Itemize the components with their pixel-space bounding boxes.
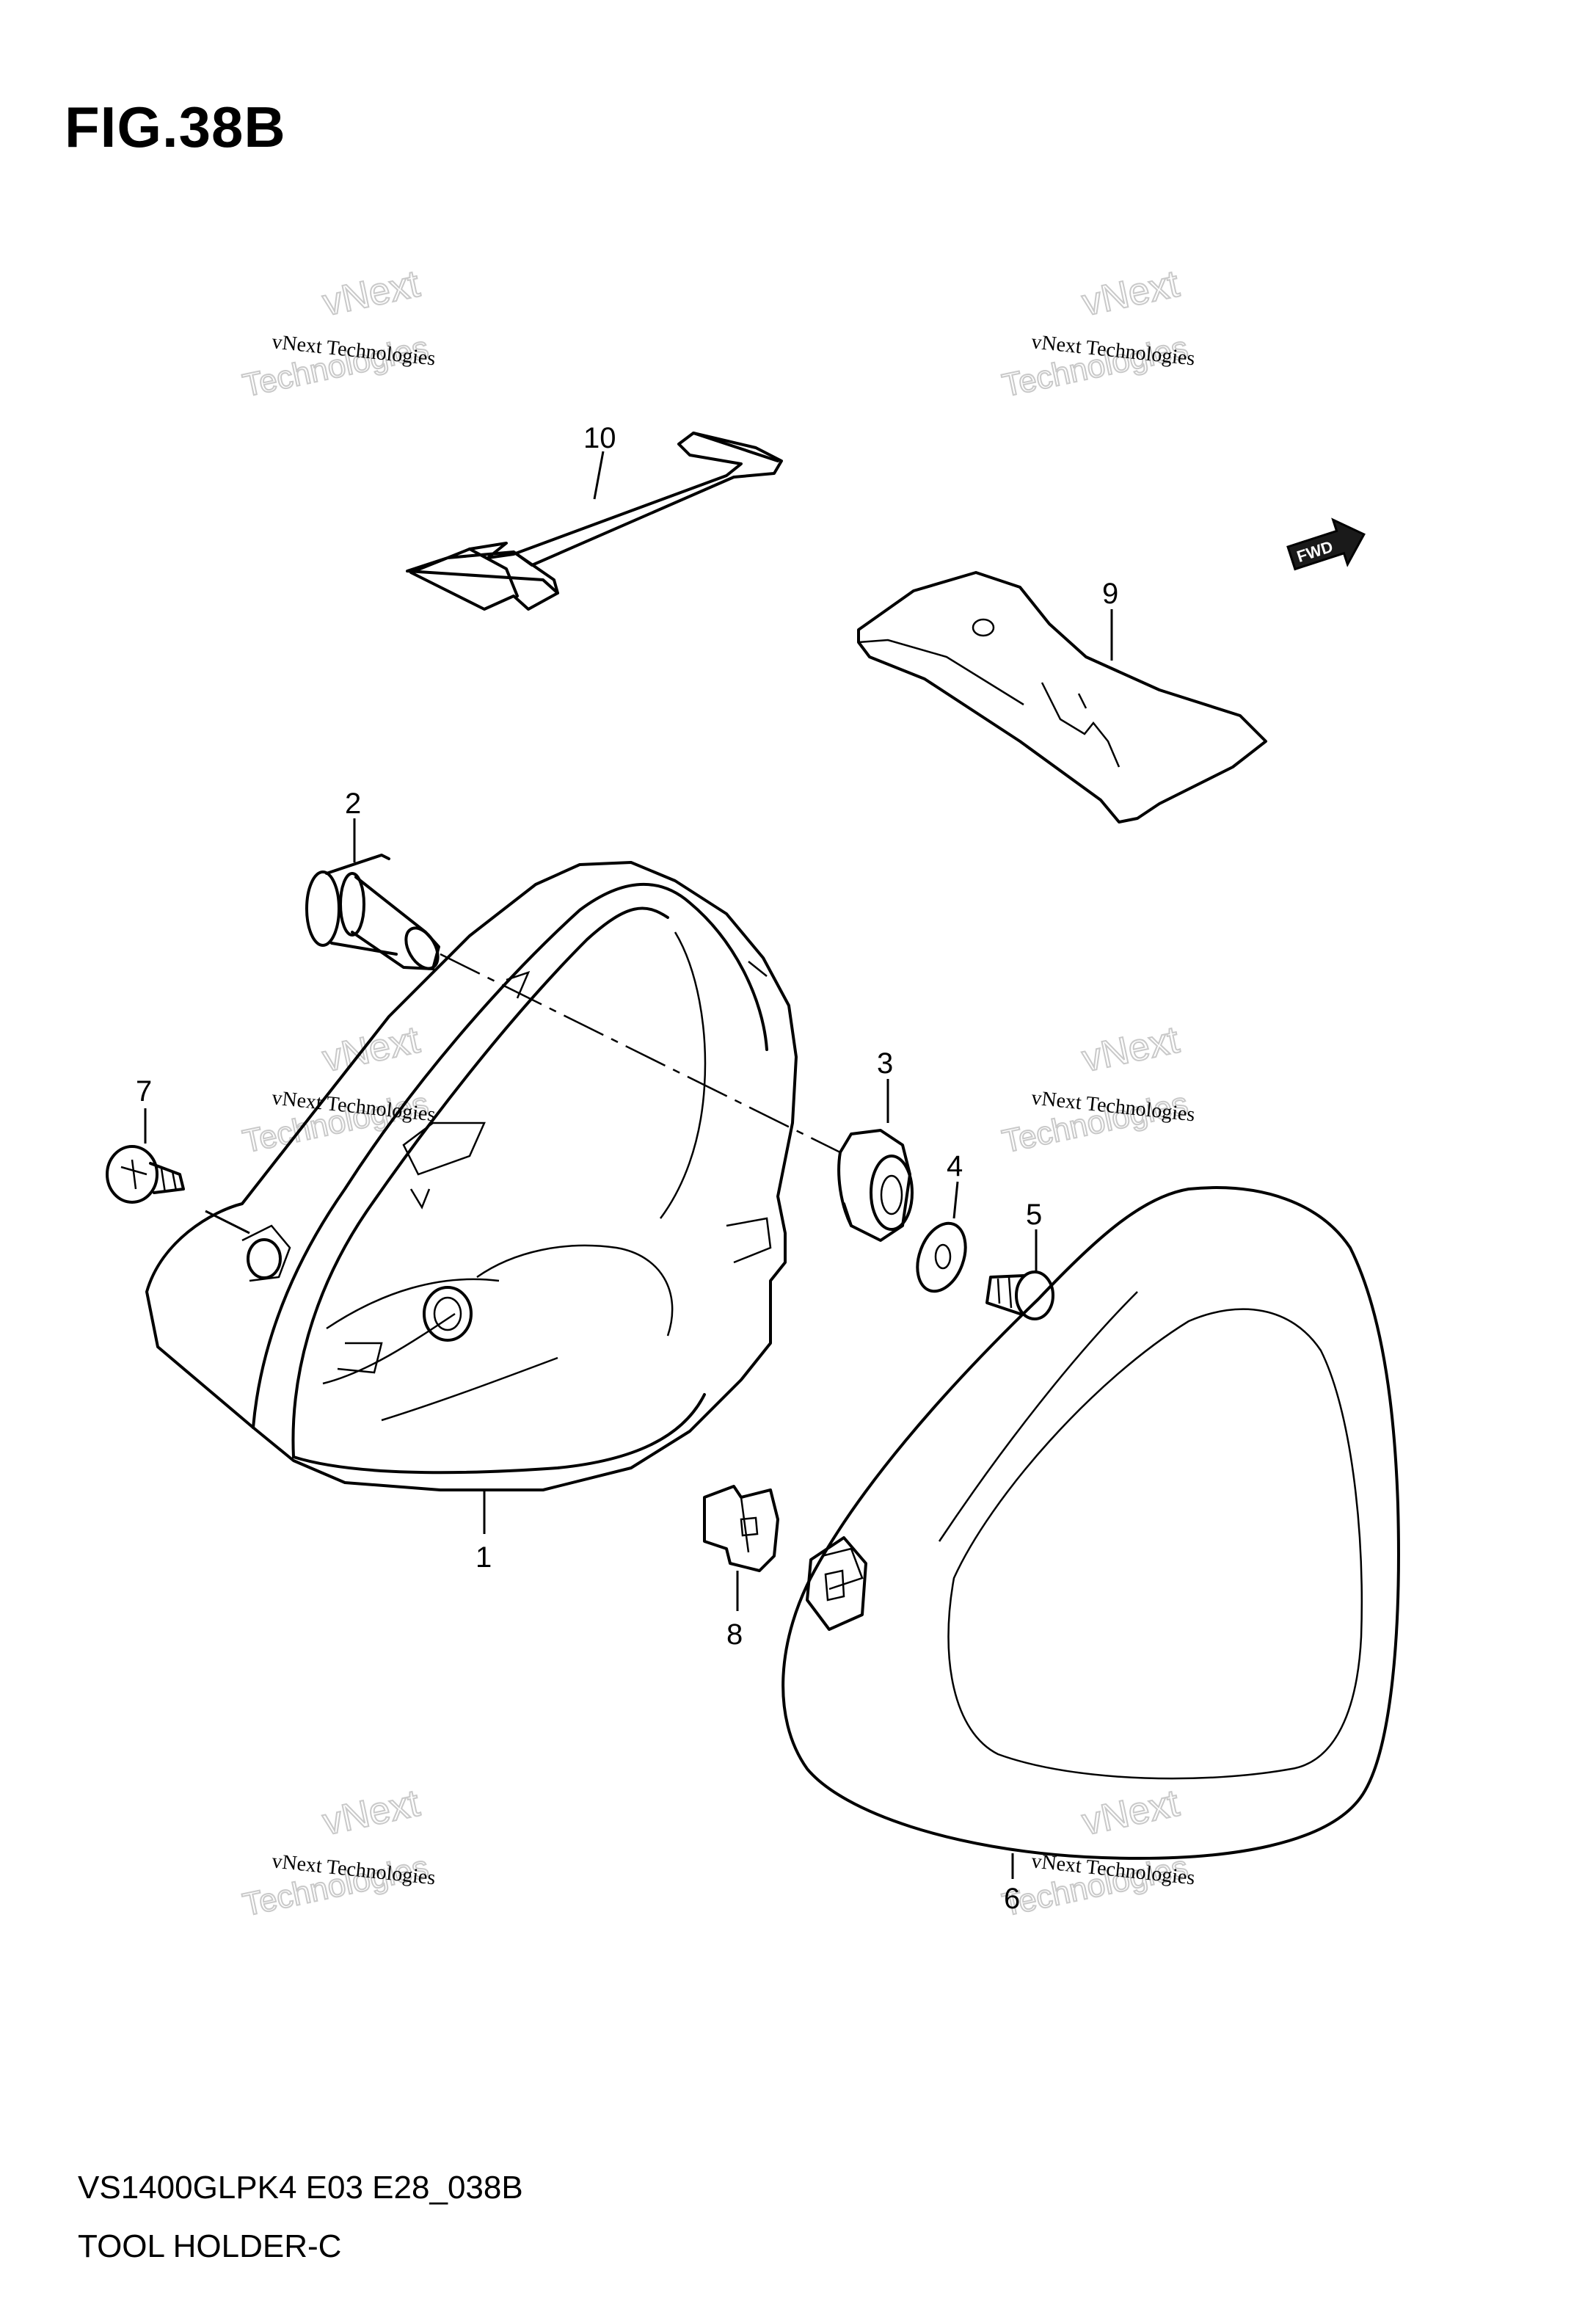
part-4-washer: 4	[916, 1150, 967, 1293]
figure-title: FIG.38B	[65, 95, 286, 159]
callout-1: 1	[475, 1541, 492, 1574]
callout-5: 5	[1026, 1199, 1042, 1231]
callout-2: 2	[345, 788, 361, 820]
callout-6: 6	[1004, 1883, 1020, 1915]
assembly-centerline	[440, 953, 841, 1154]
watermark-2: vNext Technologies vNext Technologies	[999, 262, 1196, 405]
footer-name: TOOL HOLDER-C	[78, 2228, 342, 2264]
part-8-clip-nut: 8	[703, 1485, 779, 1651]
part-10-strap: 10	[406, 422, 783, 611]
callout-7: 7	[136, 1075, 152, 1108]
part-7-screw: 7	[106, 1075, 250, 1235]
part-1-tool-holder: 1	[145, 861, 798, 1574]
callout-3: 3	[877, 1047, 893, 1080]
callout-9: 9	[1102, 578, 1118, 610]
callout-8: 8	[726, 1618, 743, 1651]
svg-text:vNext: vNext	[319, 1782, 424, 1844]
callout-4: 4	[947, 1150, 963, 1182]
watermark-3: vNext Technologies vNext Technologies	[239, 1018, 437, 1161]
footer-code: VS1400GLPK4 E03 E28_038B	[78, 2170, 523, 2206]
svg-text:vNext: vNext	[319, 1019, 424, 1080]
callout-10: 10	[583, 422, 616, 454]
part-6-cover: 6	[781, 1186, 1400, 1915]
part-3-cushion: 3	[837, 1047, 914, 1242]
fwd-arrow-icon: FWD	[1286, 517, 1366, 571]
svg-text:vNext: vNext	[1079, 1019, 1184, 1080]
svg-text:vNext: vNext	[1079, 263, 1184, 324]
svg-text:vNext: vNext	[1079, 1782, 1184, 1844]
watermark-5: vNext Technologies vNext Technologies	[239, 1781, 437, 1924]
part-5-bolt: 5	[985, 1199, 1054, 1320]
svg-text:vNext: vNext	[319, 263, 424, 324]
watermark-1: vNext Technologies vNext Technologies	[239, 262, 437, 405]
part-2-collar: 2	[305, 788, 440, 970]
part-9-tool-bag: 9	[857, 571, 1267, 824]
watermark-4: vNext Technologies vNext Technologies	[999, 1018, 1196, 1161]
